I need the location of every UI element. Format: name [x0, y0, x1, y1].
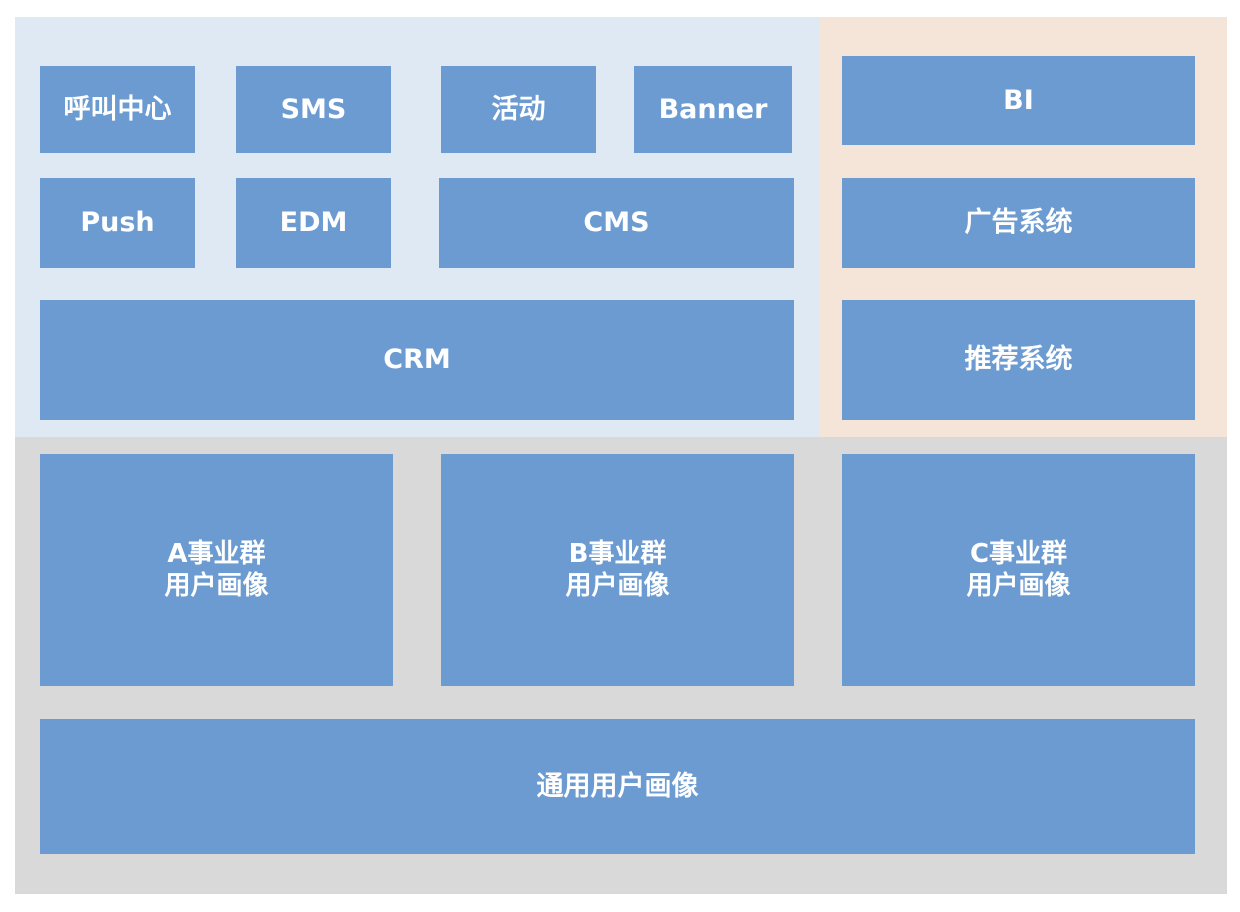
crm-box: CRM [40, 300, 794, 420]
general-profile-box: 通用用户画像 [40, 719, 1195, 854]
recommend-system-box: 推荐系统 [842, 300, 1195, 420]
group-a-subtitle: 用户画像 [164, 571, 269, 601]
push-box: Push [40, 178, 195, 268]
group-b-subtitle: 用户画像 [565, 571, 670, 601]
group-b-profile-box: B事业群 用户画像 [441, 454, 794, 686]
ad-system-box: 广告系统 [842, 178, 1195, 268]
group-c-title: C事业群 [969, 538, 1068, 569]
group-a-profile-box: A事业群 用户画像 [40, 454, 393, 686]
group-c-subtitle: 用户画像 [966, 571, 1071, 601]
group-a-title: A事业群 [167, 538, 266, 569]
cms-box: CMS [439, 178, 794, 268]
activity-box: 活动 [441, 66, 596, 153]
group-c-profile-box: C事业群 用户画像 [842, 454, 1195, 686]
call-center-box: 呼叫中心 [40, 66, 195, 153]
sms-box: SMS [236, 66, 391, 153]
bi-box: BI [842, 56, 1195, 145]
group-b-title: B事业群 [568, 538, 667, 569]
banner-box: Banner [634, 66, 792, 153]
edm-box: EDM [236, 178, 391, 268]
